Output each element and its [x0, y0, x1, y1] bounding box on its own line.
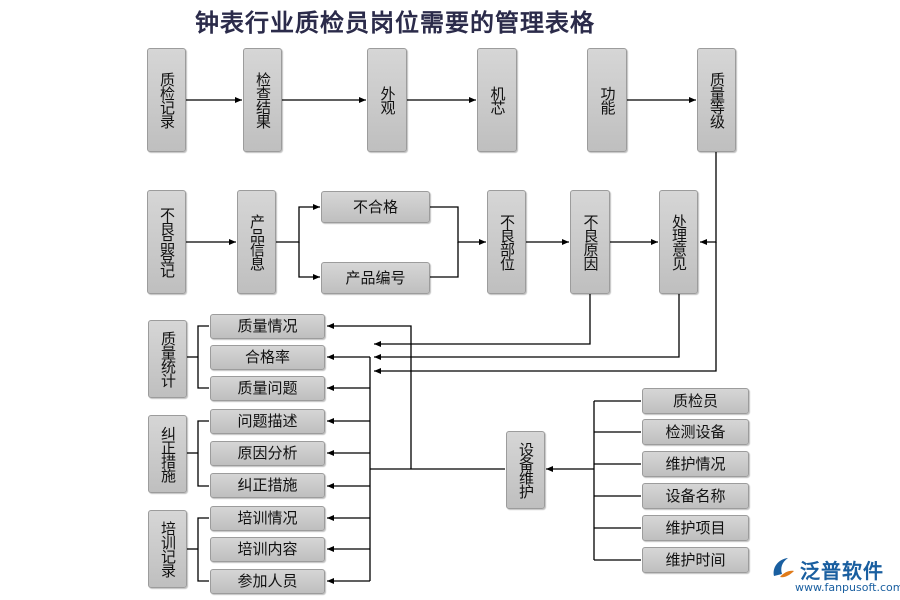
arrow-unqualified-to-part [430, 206, 486, 245]
node-defect-registration: 不良品登记 [147, 190, 186, 294]
node-inspection-result: 检查结果 [243, 48, 282, 152]
node-pass-rate: 合格率 [210, 345, 325, 370]
node-equipment-maintenance: 设备维护 [506, 431, 545, 509]
node-movement: 机芯 [477, 48, 517, 152]
bracket-training [197, 517, 209, 582]
node-training-record: 培训记录 [148, 510, 187, 588]
node-function: 功能 [587, 48, 627, 152]
diagram-title: 钟表行业质检员岗位需要的管理表格 [195, 8, 595, 37]
arrow-to-quality-status [327, 323, 412, 469]
node-unqualified: 不合格 [321, 191, 430, 223]
node-maintenance-item: 维护项目 [642, 515, 749, 541]
node-equipment-name: 设备名称 [642, 483, 749, 509]
node-corrective-item: 纠正措施 [210, 473, 325, 498]
bracket-stats [197, 325, 209, 389]
node-participants: 参加人员 [210, 569, 325, 594]
node-product-info: 产品信息 [237, 190, 276, 294]
node-corrective-measures: 纠正措施 [148, 415, 187, 493]
node-maintenance-time: 维护时间 [642, 547, 749, 573]
fanpu-logo-icon [773, 558, 794, 578]
node-product-number: 产品编号 [321, 262, 430, 294]
bracket-corrective [197, 420, 209, 487]
arrow-cause-to-stats [374, 294, 591, 347]
node-test-equipment: 检测设备 [642, 419, 749, 445]
node-quality-status: 质量情况 [210, 314, 325, 339]
node-quality-statistics: 质量统计 [148, 320, 187, 398]
arrow-info-to-number [298, 242, 320, 280]
arrow-grade-to-stats [374, 242, 717, 374]
node-quality-grade: 质量等级 [697, 48, 736, 152]
logo-name: 泛普软件 [800, 559, 884, 583]
arrow-opinion-to-stats [374, 294, 680, 360]
arrow-info-to-unqualified [276, 204, 320, 243]
node-defect-cause: 不良原因 [570, 190, 610, 294]
node-appearance: 外观 [367, 48, 407, 152]
node-training-content: 培训内容 [210, 537, 325, 562]
line-number-to-part [430, 242, 459, 278]
node-handling-opinion: 处理意见 [659, 190, 698, 294]
node-quality-issue: 质量问题 [210, 376, 325, 401]
node-maintenance-status: 维护情况 [642, 451, 749, 477]
node-inspector: 质检员 [642, 388, 749, 414]
arrow-grade-to-opinion [700, 152, 717, 245]
logo-url: www.fanpusoft.com [795, 581, 900, 594]
node-defect-part: 不良部位 [487, 190, 526, 294]
node-inspection-record: 质检记录 [147, 48, 186, 152]
node-training-status: 培训情况 [210, 506, 325, 531]
node-cause-analysis: 原因分析 [210, 441, 325, 466]
node-problem-description: 问题描述 [210, 409, 325, 434]
